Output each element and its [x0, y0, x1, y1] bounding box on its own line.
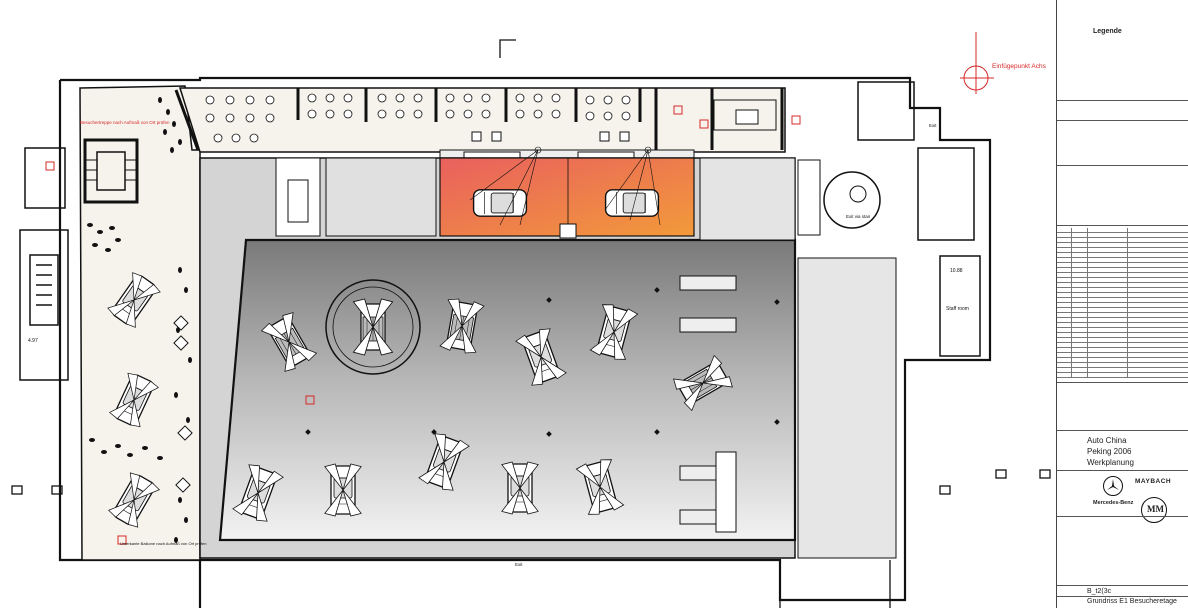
exit-label: Exit — [929, 123, 937, 128]
wall-segments — [174, 88, 784, 151]
project-name: Auto China — [1087, 436, 1127, 445]
title-block: Legende Auto China Peking 2006 Werkplanu… — [1056, 0, 1188, 608]
vip-stair-label: Exit via stair — [846, 214, 871, 219]
project-city: Peking 2006 — [1087, 447, 1132, 456]
annex-right — [857, 81, 981, 357]
staff-area-label: 10.88 — [950, 268, 963, 274]
legend-title: Legende — [1093, 28, 1122, 35]
bottom-exit-label: Exit — [515, 562, 523, 567]
annex-left — [19, 147, 69, 381]
revision-table — [1057, 228, 1188, 378]
car-podium-1 — [472, 189, 528, 217]
diamond-planters — [173, 315, 193, 493]
planting — [87, 97, 192, 543]
drawing-title: Grundriss E1 Besucheretage — [1087, 598, 1177, 605]
floor-plan: 4.97 — [11, 32, 1051, 608]
maybach-wordmark: MAYBACH — [1135, 478, 1172, 485]
staff-room-label: Staff room — [946, 306, 969, 312]
mercedes-wordmark: Mercedes-Benz — [1093, 500, 1134, 506]
staircase-left — [83, 138, 139, 204]
floor-markers — [305, 287, 780, 437]
drawing-number: B_t2(3c — [1087, 588, 1112, 595]
stair-note: Besuchertreppe nach Aufmaß von Ort prüfe… — [80, 120, 170, 125]
info-counters — [679, 275, 737, 533]
annex-area-label: 4.97 — [28, 338, 38, 344]
cafe-tables — [205, 93, 631, 143]
maybach-logo-icon: MM — [1141, 497, 1167, 523]
red-markers — [45, 105, 941, 545]
terrace-top — [178, 87, 786, 153]
turntable — [325, 279, 421, 375]
insertion-crosshair-icon — [960, 32, 994, 94]
bottom-note: Unterkante Balkone nach Aufmaß von Ort p… — [120, 541, 207, 546]
project-phase: Werkplanung — [1087, 458, 1134, 467]
insertion-point-label: Einfügepunkt Achs — [992, 63, 1047, 70]
mercedes-star-icon — [1103, 476, 1123, 496]
